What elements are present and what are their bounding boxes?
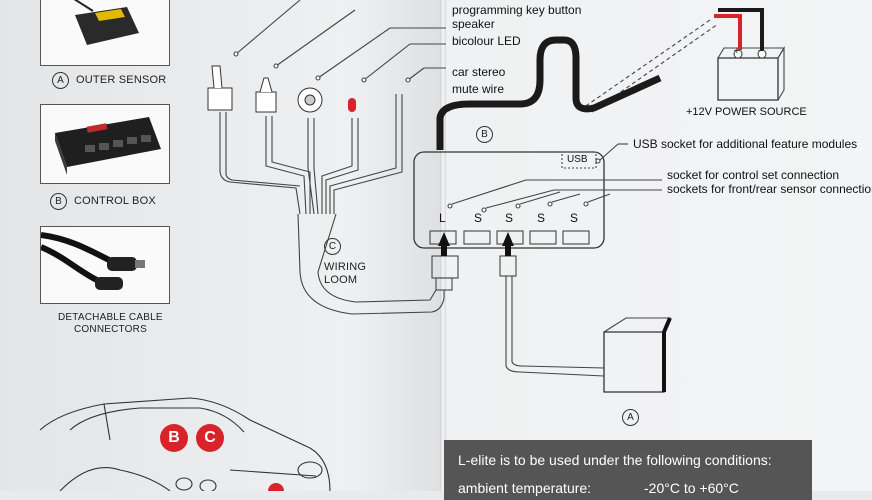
sensor-sockets-label: sockets for front/rear sensor connection <box>667 182 872 196</box>
outer-sensor-photo <box>40 0 170 66</box>
wiring-loom-badge: C <box>324 238 341 255</box>
outer-sensor-label: OUTER SENSOR <box>76 74 167 86</box>
cable-connectors-label-1: DETACHABLE CABLE <box>58 312 163 323</box>
black-ground-wire <box>718 8 764 50</box>
speaker-component <box>255 77 277 113</box>
cable-connectors-photo <box>40 226 170 304</box>
wiring-loom-label-2: LOOM <box>324 274 358 286</box>
mute-wire-label: mute wire <box>452 82 505 96</box>
car-outline <box>39 397 331 491</box>
port-arrows <box>438 232 514 256</box>
usb-socket-label: USB socket for additional feature module… <box>633 137 858 151</box>
programming-key-label: programming key button <box>452 3 582 17</box>
led-component <box>297 87 356 113</box>
outer-sensor-image <box>73 0 139 45</box>
usb-port-label: USB <box>567 154 588 165</box>
leader-speaker <box>275 9 356 67</box>
battery-plus: + <box>734 46 740 57</box>
car-badge-b: B <box>160 424 188 452</box>
conditions-row-label: ambient temperature: <box>458 480 592 496</box>
cable-connectors-image <box>41 232 145 290</box>
port-label-s1: S <box>474 211 483 225</box>
battery-minus: − <box>758 46 764 57</box>
speaker-label: speaker <box>452 17 495 31</box>
power-cable <box>436 36 662 150</box>
item-a-badge: A <box>52 72 69 89</box>
control-box-photo <box>40 104 170 184</box>
port-label-s2: S <box>505 211 514 225</box>
control-box-image <box>55 117 161 175</box>
car-badge-c: C <box>196 424 224 452</box>
sensor-badge: A <box>622 409 639 426</box>
bicolour-led-label: bicolour LED <box>452 34 521 48</box>
port-label-s4: S <box>570 211 579 225</box>
cable-connectors-label-2: CONNECTORS <box>74 324 147 335</box>
programming-key-component <box>207 65 233 111</box>
power-source-label: +12V POWER SOURCE <box>686 106 807 118</box>
red-power-wire <box>714 14 742 50</box>
control-box-badge: B <box>476 126 493 143</box>
leader-programming-key <box>235 0 301 55</box>
conditions-heading: L-elite is to be used under the followin… <box>458 452 772 468</box>
port-label-s3: S <box>537 211 546 225</box>
control-set-socket-label: socket for control set connection <box>667 168 840 182</box>
wiring-loom-label-1: WIRING <box>324 261 367 273</box>
item-b-badge: B <box>50 193 67 210</box>
conditions-row-value: -20°C to +60°C <box>644 480 739 496</box>
control-box-label: CONTROL BOX <box>74 195 156 207</box>
car-stereo-label: car stereo <box>452 65 506 79</box>
port-label-l: L <box>439 211 446 225</box>
conditions-panel: L-elite is to be used under the followin… <box>444 440 812 500</box>
